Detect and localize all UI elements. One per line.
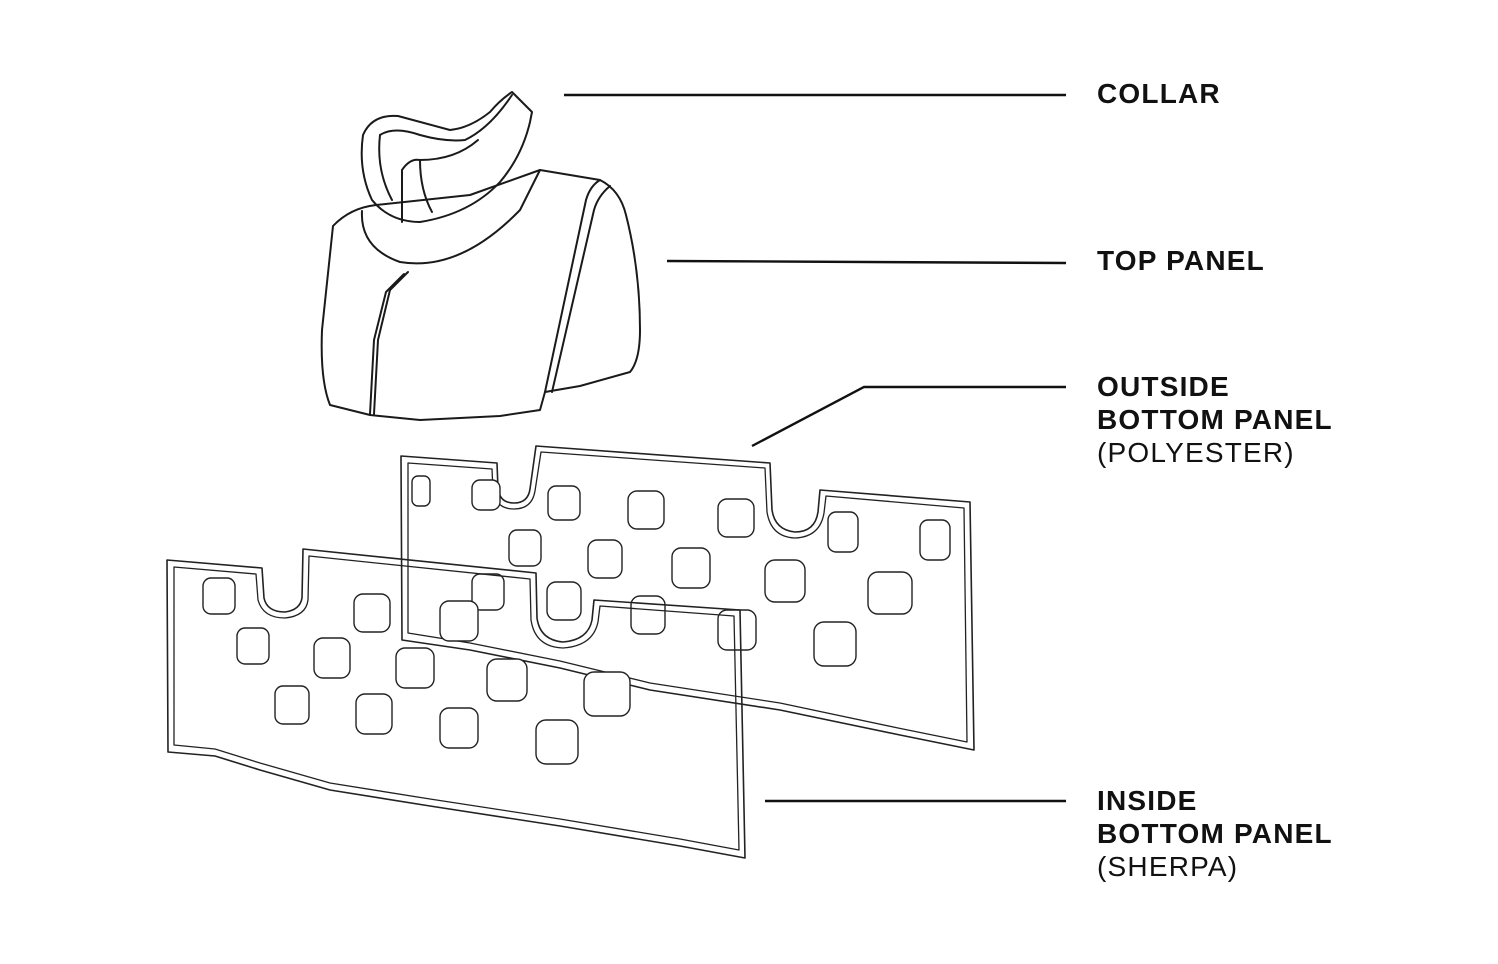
outside-bottom-leader-line [751,385,1066,448]
top-panel [320,169,641,421]
top-panel-label-title: TOP PANEL [1097,245,1265,276]
outside-bottom-material: (POLYESTER) [1097,437,1295,468]
outside-bottom-panel-label: OUTSIDE BOTTOM PANEL (POLYESTER) [1097,370,1333,469]
collar [360,91,533,223]
top-panel-leader-line [666,259,1067,265]
collar-label: COLLAR [1097,77,1221,110]
outside-bottom-label-line2: BOTTOM PANEL [1097,404,1333,435]
collar-label-title: COLLAR [1097,78,1221,109]
inside-bottom-panel-label: INSIDE BOTTOM PANEL (SHERPA) [1097,784,1333,883]
top-panel-label: TOP PANEL [1097,244,1265,277]
inside-bottom-panel [166,548,746,859]
inside-bottom-label-line1: INSIDE [1097,785,1198,816]
inside-bottom-material: (SHERPA) [1097,851,1239,882]
inside-bottom-label-line2: BOTTOM PANEL [1097,818,1333,849]
outside-bottom-panel [400,445,975,751]
outside-bottom-label-line1: OUTSIDE [1097,371,1230,402]
